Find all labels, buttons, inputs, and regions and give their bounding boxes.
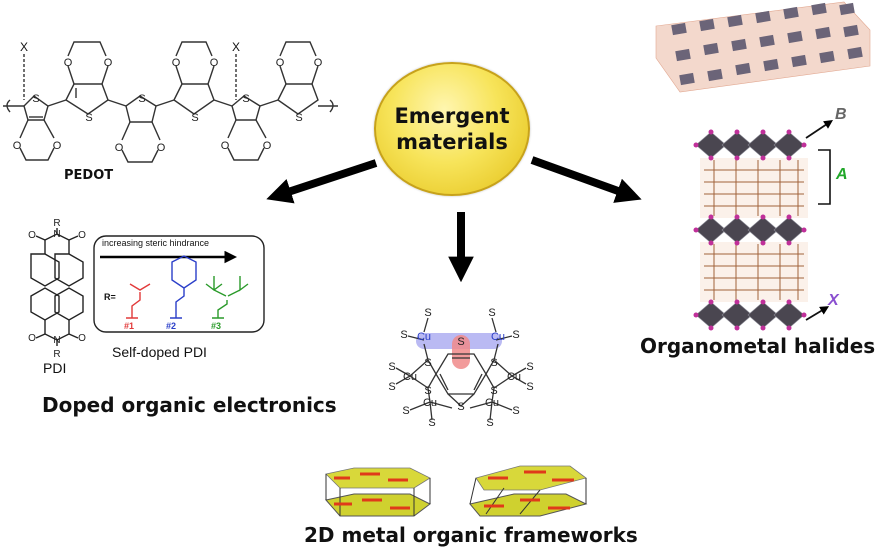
svg-text:Cu: Cu [491, 331, 505, 343]
r-equals-label: R= [104, 292, 116, 302]
svg-text:S: S [486, 417, 493, 429]
svg-text:O: O [157, 142, 166, 154]
svg-text:O: O [276, 57, 285, 69]
variant-2-label: #2 [166, 321, 177, 331]
site-b-pointer [805, 120, 833, 139]
site-a-label: A [836, 166, 848, 183]
svg-text:S: S [400, 329, 407, 341]
svg-text:Cu: Cu [485, 397, 499, 409]
svg-text:O: O [64, 57, 73, 69]
svg-text:O: O [78, 230, 86, 241]
dopant-label-1: X [20, 40, 29, 54]
svg-text:S: S [490, 357, 497, 369]
svg-text:S: S [512, 329, 519, 341]
svg-text:O: O [115, 142, 124, 154]
svg-text:Cu: Cu [507, 371, 521, 383]
svg-text:O: O [28, 230, 36, 241]
svg-text:O: O [221, 140, 230, 152]
organometal-halides-title: Organometal halides [640, 334, 876, 358]
svg-text:S: S [388, 361, 395, 373]
mof-title: 2D metal organic frameworks [304, 523, 638, 547]
site-a-bracket [818, 149, 831, 205]
svg-text:S: S [512, 405, 519, 417]
svg-text:R: R [53, 218, 60, 229]
svg-text:S: S [457, 401, 464, 413]
svg-text:S: S [488, 307, 495, 319]
site-x-pointer [805, 306, 830, 321]
svg-text:S: S [490, 385, 497, 397]
site-b-label: B [835, 106, 847, 123]
svg-text:O: O [104, 57, 113, 69]
svg-text:S: S [32, 93, 39, 105]
svg-text:S: S [428, 417, 435, 429]
arrow-to-right [530, 156, 642, 203]
r-group-3 [205, 276, 249, 319]
svg-text:O: O [210, 57, 219, 69]
svg-text:O: O [28, 333, 36, 344]
svg-text:Cu: Cu [403, 371, 417, 383]
svg-text:S: S [402, 405, 409, 417]
pedot-structure [3, 41, 338, 163]
svg-text:O: O [13, 140, 22, 152]
r-group-2 [170, 255, 197, 319]
arrow-to-left [266, 159, 378, 204]
svg-text:S: S [424, 357, 431, 369]
svg-text:N: N [53, 335, 60, 346]
r-group-1 [126, 283, 151, 319]
svg-text:O: O [53, 140, 62, 152]
site-x-label: X [828, 292, 839, 309]
svg-text:S: S [85, 112, 92, 124]
self-doped-pdi-caption: Self-doped PDI [112, 344, 207, 360]
dopant-label-2: X [232, 40, 241, 54]
svg-text:S: S [138, 93, 145, 105]
variant-1-label: #1 [124, 321, 135, 331]
svg-text:N: N [53, 229, 60, 240]
variant-3-label: #3 [211, 321, 222, 331]
perovskite-layered-structure [693, 120, 833, 331]
svg-text:O: O [78, 333, 86, 344]
svg-text:S: S [424, 307, 431, 319]
svg-text:S: S [191, 112, 198, 124]
svg-text:Cu: Cu [417, 331, 431, 343]
svg-text:O: O [263, 140, 272, 152]
svg-text:R: R [53, 349, 60, 360]
perovskite-crystal-3d [655, 1, 871, 93]
svg-text:O: O [172, 57, 181, 69]
mof-layered-sheets [325, 465, 588, 517]
pdi-structure [30, 228, 84, 346]
steric-hindrance-box [93, 235, 265, 333]
doped-organic-electronics-title: Doped organic electronics [42, 393, 337, 417]
steric-hindrance-text: increasing steric hindrance [102, 238, 210, 248]
svg-text:S: S [295, 112, 302, 124]
hub-line-2: materials [396, 130, 508, 154]
svg-text:S: S [424, 385, 431, 397]
svg-text:O: O [314, 57, 323, 69]
hub-emergent-materials: Emergent materials [374, 62, 530, 196]
pedot-atom-labels: S S S S S S O O O O O O O O O O O O [13, 57, 323, 154]
svg-text:S: S [457, 336, 464, 348]
svg-text:Cu: Cu [423, 397, 437, 409]
svg-text:S: S [388, 381, 395, 393]
pdi-label: PDI [43, 360, 67, 376]
pedot-label: PEDOT [64, 168, 114, 183]
svg-text:S: S [526, 361, 533, 373]
svg-text:S: S [242, 93, 249, 105]
hub-line-1: Emergent [394, 104, 510, 128]
svg-text:S: S [526, 381, 533, 393]
